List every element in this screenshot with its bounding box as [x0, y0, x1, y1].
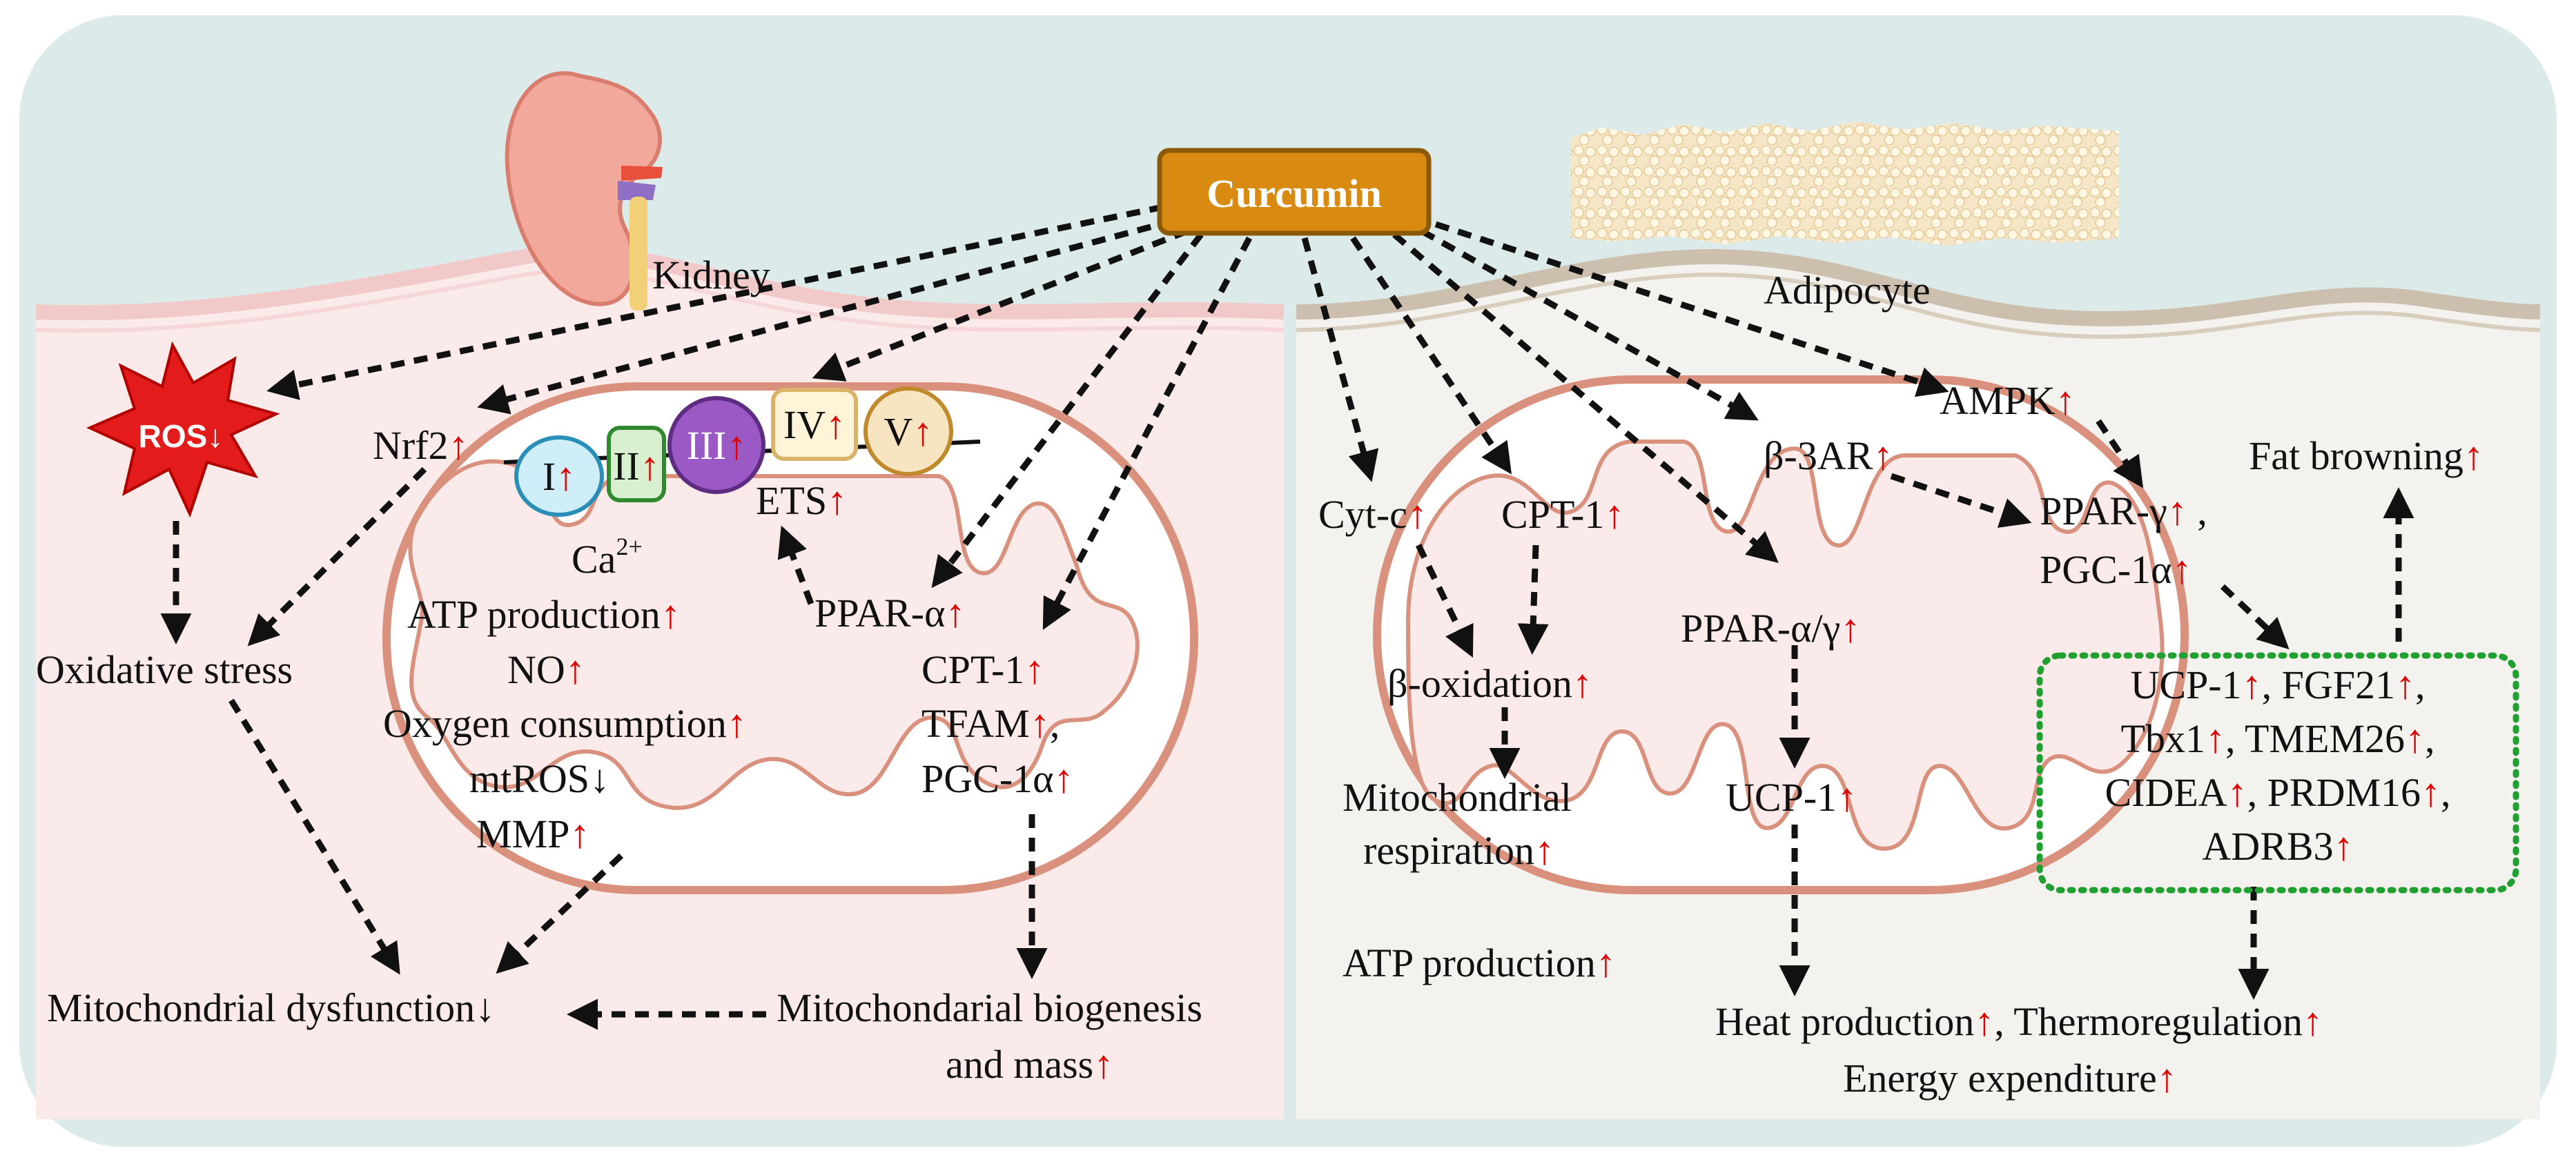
ampk-label: AMPK↑	[1940, 378, 2076, 423]
energy-expenditure-label: Energy expenditure↑	[1843, 1056, 2177, 1101]
biogenesis-mass-label: and mass↑	[946, 1042, 1113, 1087]
no-label: NO↑	[507, 647, 585, 692]
curcumin-node: Curcumin	[1157, 148, 1432, 236]
arrow-curcumin-ets	[812, 228, 1189, 382]
arrow-cpt1-boxidation	[1517, 544, 1549, 655]
complex-I: I↑	[514, 435, 604, 517]
gene-line-4: ADRB3↑	[2202, 824, 2353, 869]
thermogenic-genes-box: UCP-1↑, FGF21↑, Tbx1↑, TMEM26↑, CIDEA↑, …	[2036, 652, 2519, 894]
kidney-illustration	[505, 71, 663, 311]
arrow-curcumin-ppar-ag	[1392, 232, 1779, 563]
beta3ar-label: β-3AR↑	[1764, 433, 1893, 478]
pgc1a-label-right: PGC-1α↑	[2040, 547, 2192, 592]
ppar-alpha-gamma-label: PPAR-α/γ↑	[1681, 606, 1860, 651]
svg-text:II↑: II↑	[613, 444, 660, 489]
complex-V: V↑	[863, 386, 953, 476]
arrow-curcumin-ampk	[1434, 221, 1949, 397]
gene-line-2: Tbx1↑, TMEM26↑,	[2121, 716, 2435, 761]
ppar-alpha-label: PPAR-α↑	[814, 591, 965, 636]
arrow-nrf2-oxidative	[247, 466, 427, 647]
arrow-curcumin-ppara	[931, 233, 1204, 589]
oxygen-consumption-label: Oxygen consumption↑	[383, 701, 747, 746]
adipocyte-label: Adipocyte	[1764, 268, 1931, 313]
arrows	[160, 204, 2414, 1030]
gene-line-1: UCP-1↑, FGF21↑,	[2130, 662, 2425, 707]
arrow-oxidative-dysfunction	[228, 698, 400, 975]
arrow-mmp-dysfunction	[496, 853, 624, 974]
left-mitochondrion	[382, 382, 1198, 894]
oxidative-stress-label: Oxidative stress	[36, 647, 293, 692]
gene-line-3: CIDEA↑, PRDM16↑,	[2105, 770, 2450, 815]
svg-text:I↑: I↑	[543, 454, 576, 499]
beta-oxidation-label: β-oxidation↑	[1387, 661, 1592, 706]
mtros-label: mtROS↓	[469, 756, 609, 801]
arrow-pgc-box	[2220, 584, 2290, 650]
complex-III: III↑	[667, 396, 765, 494]
complex-IV: IV↑	[771, 388, 858, 461]
curcumin-label: Curcumin	[1207, 171, 1382, 216]
ets-label: ETS↑	[756, 478, 847, 523]
calcium-label: Ca2+	[572, 533, 643, 582]
svg-text:IV↑: IV↑	[783, 402, 846, 447]
arrow-cytc-boxidation	[1415, 544, 1474, 658]
atp-production-label: ATP production↑	[407, 592, 681, 637]
arrow-curcumin-nrf2	[477, 217, 1175, 415]
adipocyte-tissue-image	[1570, 121, 2119, 246]
fat-browning-label: Fat browning↑	[2249, 433, 2484, 478]
arrow-ppara-ets	[777, 525, 814, 605]
cpt1-label-left: CPT-1↑	[921, 647, 1044, 692]
arrow-b3ar-pparg	[1890, 473, 2032, 528]
ppar-gamma-label: PPAR-γ↑ ,	[2040, 489, 2207, 533]
atp-production-right-label: ATP production↑	[1343, 941, 1616, 985]
nrf2-label: Nrf2↑	[373, 423, 469, 468]
pgc1a-label-left: PGC-1α↑	[921, 756, 1074, 801]
mito-respiration-label: Mitochondrial	[1343, 775, 1572, 820]
arrow-curcumin-cytc	[1301, 237, 1379, 482]
tfam-label: TFAM↑,	[921, 701, 1060, 746]
biogenesis-label: Mitochondarial biogenesis	[777, 985, 1202, 1030]
arrow-ampk-pparg	[2096, 419, 2143, 489]
kidney-label: Kidney	[652, 253, 770, 297]
cpt1-label-right: CPT-1↑	[1501, 492, 1624, 537]
complex-II: II↑	[607, 426, 666, 502]
mmp-label: MMP↑	[476, 811, 589, 856]
heat-thermo-label: Heat production↑, Thermoregulation↑	[1715, 999, 2323, 1044]
ros-burst: ROS↓	[86, 341, 280, 518]
arrow-curcumin-b3ar	[1420, 228, 1759, 421]
mitochondrial-dysfunction-label: Mitochondrial dysfunction↓	[47, 985, 495, 1030]
ucp1-label: UCP-1↑	[1726, 775, 1857, 820]
svg-text:III↑: III↑	[687, 423, 747, 468]
arrow-curcumin-cpt1	[1042, 236, 1252, 630]
ros-label: ROS↓	[139, 418, 224, 454]
respiration-label: respiration↑	[1363, 828, 1554, 873]
svg-text:V↑: V↑	[884, 409, 933, 454]
cytc-label: Cyt-c↑	[1318, 492, 1427, 537]
electron-transport-chain: I↑ II↑ III↑ IV↑ V↑	[503, 386, 981, 517]
arrow-curcumin-ros	[266, 204, 1164, 400]
